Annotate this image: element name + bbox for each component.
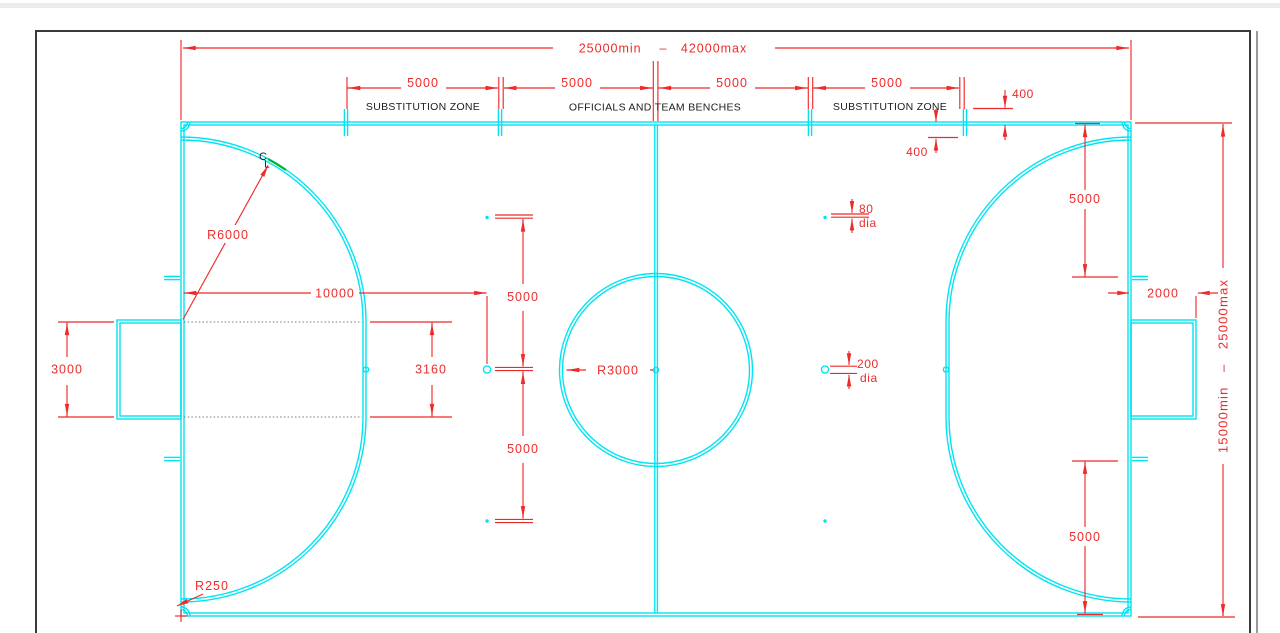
corner-arcs [180, 121, 1132, 617]
zone-labels: SUBSTITUTION ZONE OFFICIALS AND TEAM BEN… [259, 101, 947, 171]
pitch-boundary-inner [183, 124, 1129, 614]
left-penalty-area-outer [180, 136, 367, 603]
dim-zone4: 5000 [871, 76, 903, 90]
right-penalty-mark [942, 366, 950, 373]
dimension-texts: 25000min – 42000max 5000 5000 5000 5000 … [51, 42, 1230, 594]
dim-zone3: 5000 [716, 76, 748, 90]
dim-corner-5000-top: 5000 [1069, 192, 1101, 206]
dim-mark-5000-lower: 5000 [507, 442, 539, 456]
construction-dotted-lines [184, 321, 362, 418]
right-penalty-area-inner [948, 139, 1132, 600]
dim-400-above: 400 [1012, 87, 1034, 101]
dim-goal-width-3000: 3000 [51, 363, 83, 377]
centerline-symbol-c: C [259, 151, 267, 163]
left-goal-outer [116, 319, 182, 420]
touchline-zone-ticks [343, 109, 968, 136]
left-penalty-mark [362, 366, 370, 373]
page-chrome [0, 3, 1280, 633]
dim-r250: R250 [195, 579, 229, 593]
dimension-graphics [58, 40, 1235, 622]
dim-10000: 10000 [315, 287, 355, 301]
pitch-boundary-outer [180, 121, 1132, 617]
centerline-symbol-l: L [264, 160, 270, 171]
dim-goal-depth-2000: 2000 [1147, 287, 1179, 301]
dim-200: 200 [857, 357, 879, 371]
drawing-border-frame [35, 30, 1251, 633]
dim-80: 80 [859, 202, 874, 216]
dim-80-unit: dia [859, 216, 877, 230]
left-second-penalty-mark [482, 365, 492, 374]
goal-line-5m-ticks [164, 275, 1148, 462]
left-penalty-area-inner [180, 139, 364, 600]
left-goal-inner [119, 322, 182, 417]
dim-zone1: 5000 [407, 76, 439, 90]
centre-circle-inner [561, 275, 751, 465]
dim-zone2: 5000 [561, 76, 593, 90]
dim-mark-5000-upper: 5000 [507, 290, 539, 304]
right-penalty-area-outer [945, 136, 1132, 603]
page-top-strip [0, 3, 1280, 8]
court-lines [116, 109, 1197, 617]
dim-corner-5000-bottom: 5000 [1069, 530, 1101, 544]
right-goal-outer [1130, 319, 1197, 420]
right-upper-5m-dot [823, 215, 827, 220]
dim-r3000: R3000 [597, 364, 639, 378]
right-lower-5m-dot [823, 519, 827, 523]
dim-r6000: R6000 [207, 228, 249, 242]
centre-mark [652, 366, 660, 374]
dim-200-unit: dia [860, 371, 878, 385]
left-upper-5m-dot [485, 215, 489, 220]
dim-overall-width: 15000min – 25000max [1216, 279, 1231, 453]
label-substitution-zone-left: SUBSTITUTION ZONE [366, 101, 480, 113]
dim-400-below: 400 [906, 145, 928, 159]
label-officials-benches: OFFICIALS AND TEAM BENCHES [569, 102, 741, 114]
centre-circle-outer [558, 272, 754, 468]
right-goal-inner [1130, 322, 1194, 417]
right-second-penalty-mark [820, 365, 830, 374]
dim-flat-3160: 3160 [415, 363, 447, 377]
label-substitution-zone-right: SUBSTITUTION ZONE [833, 101, 947, 113]
left-lower-5m-dot [485, 519, 489, 523]
dim-overall-length: 25000min – 42000max [579, 42, 748, 56]
